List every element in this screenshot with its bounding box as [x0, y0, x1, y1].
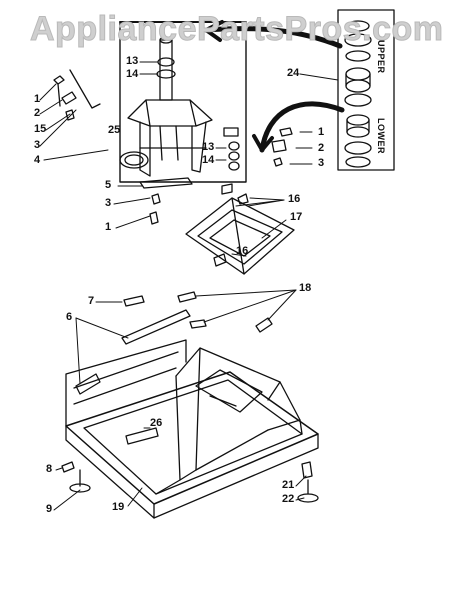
leveling-foot-left	[61, 461, 91, 493]
leader-lines	[39, 61, 339, 511]
drive-hub-part	[127, 36, 213, 177]
callout-4: 4	[34, 154, 41, 166]
bearing-inset-box	[337, 9, 395, 171]
callout-3b: 3	[318, 157, 325, 169]
callout-14b: 14	[202, 154, 215, 166]
watermark-logo: AppliancePartsPros.com	[29, 10, 444, 49]
hub-assembly-box	[119, 21, 247, 183]
inset-label-lower: LOWER	[376, 118, 386, 154]
callout-26: 26	[150, 417, 163, 429]
callout-2b: 2	[318, 142, 325, 154]
callout-17: 17	[290, 211, 303, 223]
callout-1c: 1	[105, 221, 112, 233]
inset-label-upper: UPPER	[376, 40, 386, 74]
base-frame-part	[65, 339, 319, 519]
callout-14a: 14	[126, 68, 139, 80]
callout-3a: 3	[34, 139, 41, 151]
seal-ring-part	[119, 151, 149, 169]
callout-3c: 3	[105, 197, 112, 209]
bearing-parts-right	[223, 127, 240, 171]
callout-2a: 2	[34, 107, 41, 119]
callout-8: 8	[46, 463, 53, 475]
callout-5: 5	[105, 179, 112, 191]
callout-19: 19	[112, 501, 125, 513]
callout-16a: 16	[288, 193, 301, 205]
brace-parts	[75, 309, 191, 395]
mounting-plate-part	[185, 183, 295, 275]
callout-16b: 16	[236, 245, 249, 257]
callout-24: 24	[287, 67, 300, 79]
callout-1a: 1	[34, 93, 41, 105]
left-hardware-parts	[53, 69, 101, 121]
leveling-foot-right	[297, 461, 319, 503]
callout-21: 21	[282, 479, 295, 491]
pointer-arrow-upper	[203, 20, 343, 49]
callout-13a: 13	[126, 55, 139, 67]
callout-6: 6	[66, 311, 73, 323]
pointer-arrow-lower	[252, 101, 345, 153]
callout-9: 9	[46, 503, 53, 515]
callout-22: 22	[282, 493, 295, 505]
callout-25: 25	[108, 124, 121, 136]
callout-1b: 1	[318, 126, 325, 138]
callout-15: 15	[34, 123, 47, 135]
callout-7: 7	[88, 295, 95, 307]
callout-13b: 13	[202, 141, 215, 153]
lower-left-hardware	[139, 177, 193, 225]
right-hardware-parts	[271, 127, 293, 167]
callout-18: 18	[299, 282, 312, 294]
clip-parts	[123, 291, 273, 333]
